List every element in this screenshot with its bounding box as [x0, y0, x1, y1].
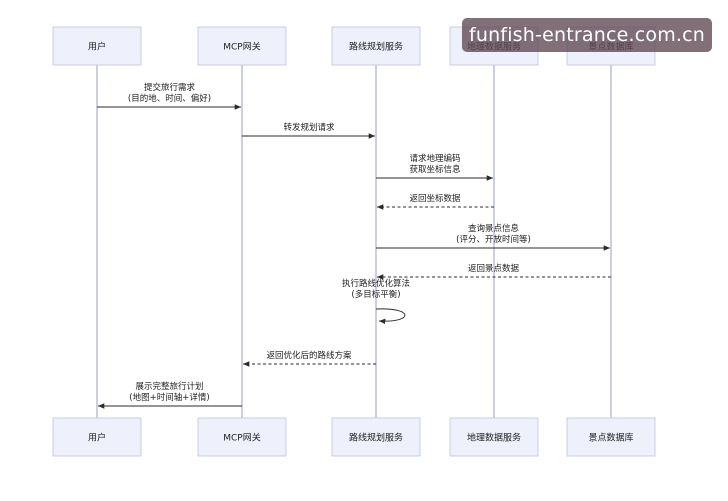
actor-label: 用户 [88, 432, 106, 444]
message-label: 提交旅行需求 [144, 82, 196, 93]
actor-poi-bottom: 景点数据库 [566, 417, 656, 457]
message-2: 转发规划请求 [242, 122, 375, 139]
message-label: 转发规划请求 [283, 122, 335, 133]
message-4: 返回坐标数据 [377, 193, 494, 210]
actor-label: 用户 [88, 41, 106, 53]
actor-box [52, 417, 142, 457]
actor-box [197, 26, 287, 66]
actor-box [331, 417, 421, 457]
actor-gateway-bottom: MCP网关 [197, 417, 287, 457]
actor-user-top: 用户 [52, 26, 142, 66]
message-label: 展示完整旅行计划 [135, 381, 203, 392]
actor-label: 景点数据库 [588, 432, 633, 444]
actor-label: MCP网关 [223, 432, 260, 444]
actor-label: 地理数据服务 [467, 432, 521, 444]
message-label: 返回优化后的路线方案 [266, 350, 352, 361]
actor-box [449, 417, 539, 457]
actor-label: 路线规划服务 [349, 41, 403, 53]
actor-gateway-top: MCP网关 [197, 26, 287, 66]
message-label: 查询景点信息 [468, 223, 520, 234]
actor-row-bottom: 用户 MCP网关 路线规划服务 地理数据服务 景点数据库 [52, 417, 656, 457]
actor-geo-bottom: 地理数据服务 [449, 417, 539, 457]
message-label: 返回坐标数据 [409, 193, 461, 204]
actor-label: MCP网关 [223, 41, 260, 53]
actor-label: 路线规划服务 [349, 432, 403, 444]
message-7: 执行路线优化算法(多目标平衡) [342, 278, 410, 325]
actor-box [331, 26, 421, 66]
actor-box [52, 26, 142, 66]
message-8: 返回优化后的路线方案 [243, 350, 376, 367]
message-label: 获取坐标信息 [409, 164, 461, 175]
message-5: 查询景点信息(评分、开放时间等) [376, 223, 610, 251]
watermark-banner: funfish-entrance.com.cn [462, 18, 712, 52]
message-1: 提交旅行需求(目的地、时间、偏好) [97, 82, 241, 110]
message-9: 展示完整旅行计划(地图+时间轴+详情) [98, 381, 242, 409]
actor-user-bottom: 用户 [52, 417, 142, 457]
actor-box [566, 417, 656, 457]
lifelines [96, 65, 612, 418]
self-call-arrow [375, 308, 406, 325]
message-label: (地图+时间轴+详情) [129, 392, 209, 403]
message-label: (评分、开放时间等) [456, 234, 531, 245]
actor-box [197, 417, 287, 457]
message-6: 返回景点数据 [377, 263, 611, 280]
actor-route-bottom: 路线规划服务 [331, 417, 421, 457]
message-label: (多目标平衡) [351, 289, 400, 300]
message-label: 返回景点数据 [468, 263, 520, 274]
actor-route-top: 路线规划服务 [331, 26, 421, 66]
message-label: (目的地、时间、偏好) [128, 93, 211, 104]
message-label: 请求地理编码 [409, 153, 460, 164]
message-label: 执行路线优化算法 [342, 278, 410, 289]
messages: 提交旅行需求(目的地、时间、偏好)转发规划请求请求地理编码获取坐标信息返回坐标数… [97, 82, 611, 409]
